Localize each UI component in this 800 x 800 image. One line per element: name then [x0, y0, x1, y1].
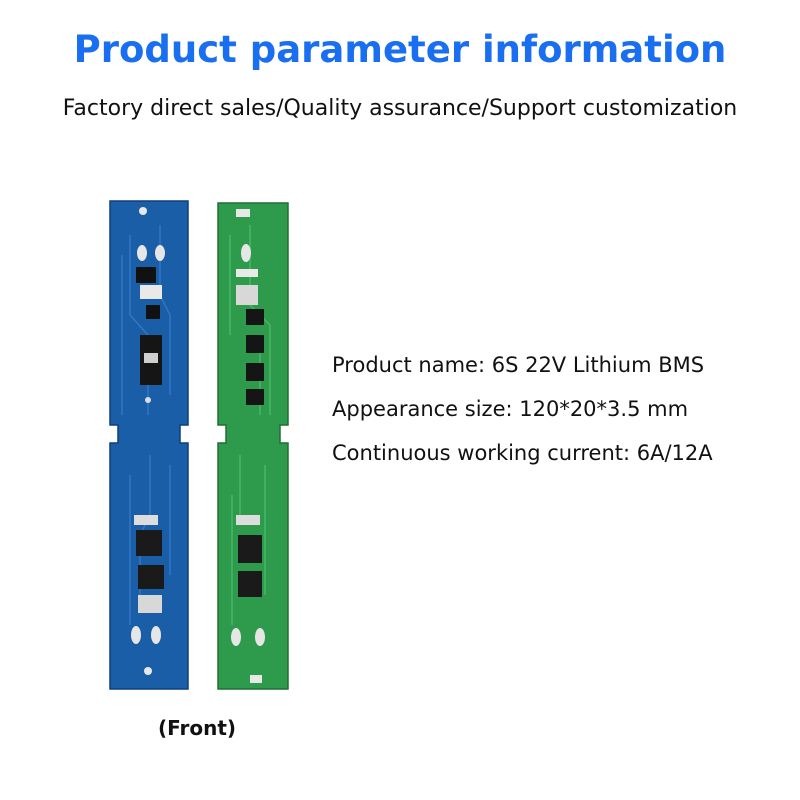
page-subtitle: Factory direct sales/Quality assurance/S… [62, 96, 738, 121]
blue-pcb-board [109, 200, 189, 690]
spec-product-name: Product name: 6S 22V Lithium BMS [332, 353, 705, 377]
spec-working-current: Continuous working current: 6A/12A [332, 441, 713, 465]
pcb-boards-image [109, 200, 289, 690]
image-caption: (Front) [158, 716, 237, 740]
green-pcb-board [217, 202, 289, 690]
spec-appearance-size: Appearance size: 120*20*3.5 mm [332, 397, 689, 421]
page-title: Product parameter information [73, 28, 727, 71]
spec-list: Product name: 6S 22V Lithium BMS Appeara… [332, 350, 713, 482]
